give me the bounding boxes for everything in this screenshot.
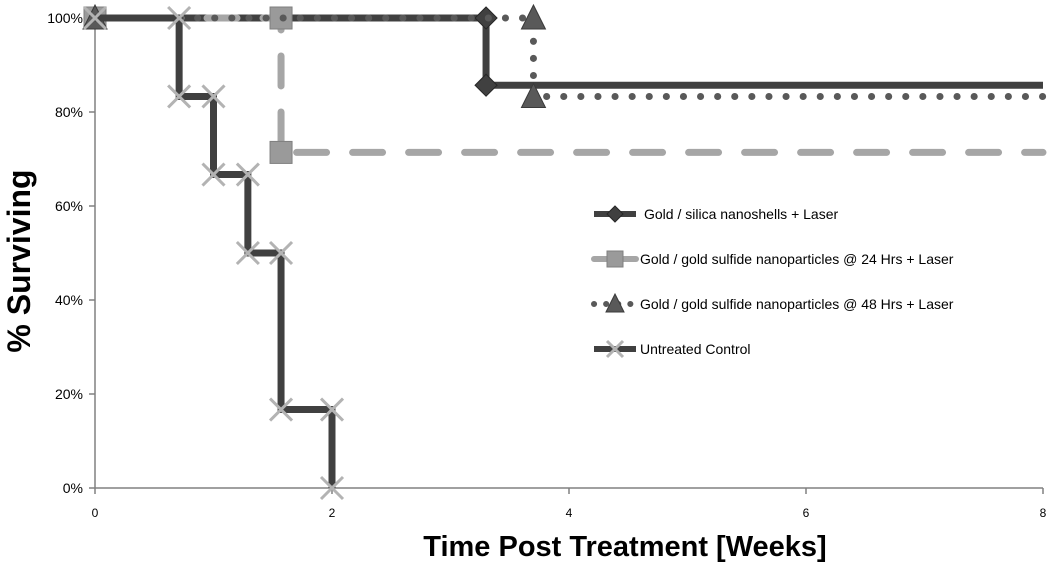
x-tick-label: 6 bbox=[803, 506, 810, 520]
series-line bbox=[95, 14, 336, 488]
x-tick-label: 2 bbox=[329, 506, 336, 520]
data-point-marker bbox=[474, 73, 498, 97]
x-axis-title: Time Post Treatment [Weeks] bbox=[423, 531, 826, 563]
data-point-marker bbox=[520, 82, 547, 108]
series-line bbox=[95, 14, 1043, 89]
legend-label: Gold / gold sulfide nanoparticles @ 24 H… bbox=[640, 251, 954, 267]
legend-label: Gold / silica nanoshells + Laser bbox=[644, 206, 838, 222]
data-point-marker bbox=[167, 84, 192, 109]
axes: 0% 20% 40% 60% 80% 100% 0 2 4 6 8 bbox=[47, 10, 1046, 520]
series-line bbox=[91, 14, 1047, 100]
data-point-marker bbox=[82, 5, 108, 31]
legend-marker bbox=[606, 250, 624, 268]
series-line bbox=[91, 14, 1047, 156]
y-tick-label: 80% bbox=[55, 104, 83, 120]
legend-marker bbox=[605, 339, 625, 359]
data-point-marker bbox=[235, 162, 260, 187]
plot-series bbox=[82, 3, 1047, 501]
legend-item: Gold / gold sulfide nanoparticles @ 48 H… bbox=[591, 292, 954, 313]
y-tick-label: 60% bbox=[55, 198, 83, 214]
data-point-marker bbox=[268, 397, 294, 422]
legend-marker bbox=[605, 292, 625, 313]
data-point-marker bbox=[520, 3, 547, 30]
legend-item: Untreated Control bbox=[594, 339, 751, 359]
data-point-marker bbox=[268, 240, 294, 266]
y-axis-title: % Surviving bbox=[1, 169, 37, 352]
data-point-marker bbox=[319, 475, 345, 501]
x-tick-label: 8 bbox=[1040, 506, 1047, 520]
legend-item: Gold / silica nanoshells + Laser bbox=[594, 205, 838, 223]
legend-label: Untreated Control bbox=[640, 341, 751, 357]
y-tick-label: 20% bbox=[55, 386, 83, 402]
data-point-marker bbox=[235, 240, 260, 266]
data-point-marker bbox=[269, 140, 293, 164]
x-tick-label: 4 bbox=[566, 506, 573, 520]
y-tick-label: 40% bbox=[55, 292, 83, 308]
data-point-marker bbox=[167, 5, 192, 31]
series-4 bbox=[82, 5, 345, 501]
x-tick-label: 0 bbox=[92, 506, 99, 520]
legend-item: Gold / gold sulfide nanoparticles @ 24 H… bbox=[591, 250, 954, 268]
y-tick-label: 100% bbox=[47, 10, 83, 26]
y-tick-label: 0% bbox=[63, 480, 83, 496]
legend-label: Gold / gold sulfide nanoparticles @ 48 H… bbox=[640, 296, 954, 312]
data-point-marker bbox=[201, 162, 226, 187]
data-point-marker bbox=[201, 84, 226, 109]
legend-marker bbox=[606, 205, 624, 223]
data-point-marker bbox=[319, 397, 345, 422]
